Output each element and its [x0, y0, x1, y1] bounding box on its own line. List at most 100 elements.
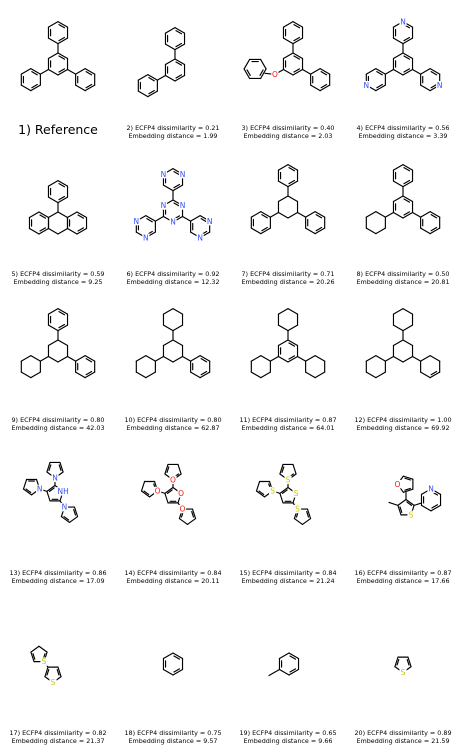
bond	[278, 325, 288, 331]
sulfur-atom: S	[401, 668, 406, 677]
molecule-drawing	[366, 165, 439, 234]
sulfur-atom: S	[51, 678, 56, 687]
structure-meta-terphenyl	[118, 0, 228, 120]
molecule-drawing	[269, 653, 299, 676]
bond	[366, 212, 376, 218]
bond	[47, 491, 50, 501]
structure-tricyclohexylcyclohexane	[348, 287, 458, 407]
bond	[430, 356, 440, 362]
sulfur-atom: S	[294, 489, 299, 498]
bond	[67, 229, 77, 235]
bond	[283, 70, 293, 76]
bond	[293, 464, 296, 474]
bond	[261, 356, 271, 362]
bond	[366, 69, 376, 75]
bond	[48, 340, 58, 346]
bond	[278, 181, 288, 187]
bond	[48, 309, 58, 315]
caption-embedding-distance: Embedding distance = 17.66	[348, 578, 458, 586]
sulfur-atom: S	[295, 505, 300, 514]
bond	[173, 325, 183, 331]
bond	[288, 325, 298, 331]
bond	[278, 196, 288, 202]
bond	[393, 165, 403, 171]
bond	[183, 357, 191, 362]
bond	[191, 216, 201, 222]
bond	[48, 325, 58, 331]
bond	[270, 213, 278, 218]
bond	[31, 356, 41, 362]
nitrogen-atom: N	[428, 484, 434, 493]
bond	[283, 22, 293, 28]
bond	[298, 357, 306, 362]
bond	[163, 325, 173, 331]
bond	[165, 28, 175, 34]
bond	[421, 372, 431, 378]
bond	[76, 372, 86, 378]
bond	[306, 212, 316, 218]
molecule-drawing: SS	[31, 646, 61, 687]
bond	[398, 500, 406, 506]
nitrogen-atom: N	[207, 217, 213, 226]
bond	[366, 372, 376, 378]
bond	[48, 22, 58, 28]
bond	[58, 340, 68, 346]
bond	[366, 356, 376, 362]
caption-embedding-distance: Embedding distance = 3.39	[348, 133, 458, 141]
caption-embedding-distance: Embedding distance = 21.24	[233, 578, 343, 586]
bond	[421, 228, 431, 234]
bond	[76, 69, 86, 75]
bond	[278, 357, 288, 363]
bond	[157, 76, 165, 81]
bond	[279, 670, 289, 676]
bond	[306, 228, 316, 234]
bond	[385, 70, 393, 75]
bond	[163, 357, 173, 363]
caption-embedding-distance: Embedding distance = 9.25	[3, 279, 113, 287]
molecule-drawing	[163, 653, 182, 675]
bond	[138, 75, 148, 81]
bond	[278, 340, 288, 346]
nitrogen-atom: N	[161, 201, 167, 210]
bond	[31, 646, 39, 652]
bond	[315, 356, 325, 362]
bond	[58, 357, 68, 363]
oxygen-atom: O	[395, 480, 401, 489]
oxygen-atom: O	[170, 475, 176, 484]
bond	[256, 482, 259, 492]
bond	[48, 212, 58, 218]
bond	[251, 372, 261, 378]
nitrogen-atom: N	[37, 485, 43, 494]
molecule-drawing: SNO	[389, 476, 441, 519]
bond	[393, 309, 403, 315]
bond	[311, 85, 321, 91]
nitrogen-atom: NH	[57, 487, 68, 496]
nitrogen-atom: N	[180, 170, 186, 179]
bond	[21, 69, 31, 75]
structure-cyclohexyl-diphenylcyclohexane	[3, 287, 113, 407]
bond	[403, 340, 413, 346]
nitrogen-atom: N	[170, 218, 176, 227]
bond	[21, 372, 31, 378]
bond	[393, 325, 403, 331]
bond	[191, 372, 201, 378]
